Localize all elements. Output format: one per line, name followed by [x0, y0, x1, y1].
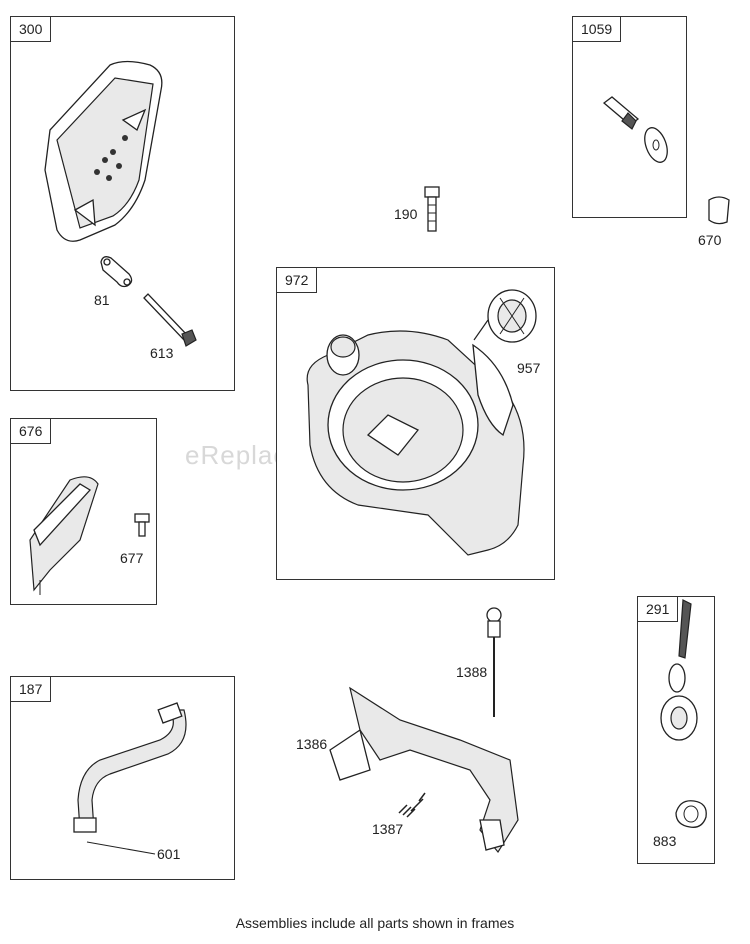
screw-613-illustration	[143, 293, 197, 347]
oil-fill-cap-illustration	[660, 599, 698, 741]
frame-label-187: 187	[11, 677, 52, 702]
frame-187: 187	[10, 676, 235, 880]
leader-601	[86, 841, 156, 855]
footer-note: Assemblies include all parts shown in fr…	[235, 915, 515, 931]
frame-1059: 1059	[572, 16, 687, 218]
gasket-81-illustration	[100, 256, 133, 288]
callout-190: 190	[394, 206, 418, 222]
frame-label-1059: 1059	[573, 17, 622, 42]
rewind-starter-957-illustration	[473, 289, 537, 343]
screw-677-illustration	[134, 513, 150, 537]
callout-670: 670	[698, 232, 722, 248]
blower-housing-illustration	[306, 330, 525, 556]
bolt-1059-illustration	[602, 96, 668, 163]
breather-tube-illustration	[73, 702, 187, 833]
callout-81: 81	[94, 292, 110, 308]
callout-613: 613	[150, 345, 174, 361]
callout-1388: 1388	[456, 664, 488, 680]
bracket-1386-illustration	[329, 686, 519, 854]
frame-label-676: 676	[11, 419, 52, 444]
callout-601: 601	[157, 846, 181, 862]
frame-label-291: 291	[638, 597, 679, 622]
callout-1387: 1387	[372, 821, 404, 837]
screw-190-illustration	[424, 186, 440, 232]
muffler-illustration	[44, 60, 163, 242]
callout-677: 677	[120, 550, 144, 566]
gasket-883-illustration	[675, 800, 707, 828]
spring-1387-illustration	[398, 792, 426, 818]
frame-label-300: 300	[11, 17, 52, 42]
dipstick-1388-illustration	[486, 607, 502, 717]
callout-957: 957	[517, 360, 541, 376]
guard-676-illustration	[29, 476, 99, 595]
frame-label-972: 972	[277, 268, 318, 293]
spacer-670-illustration	[708, 196, 730, 225]
callout-883: 883	[653, 833, 677, 849]
callout-1386: 1386	[296, 736, 328, 752]
